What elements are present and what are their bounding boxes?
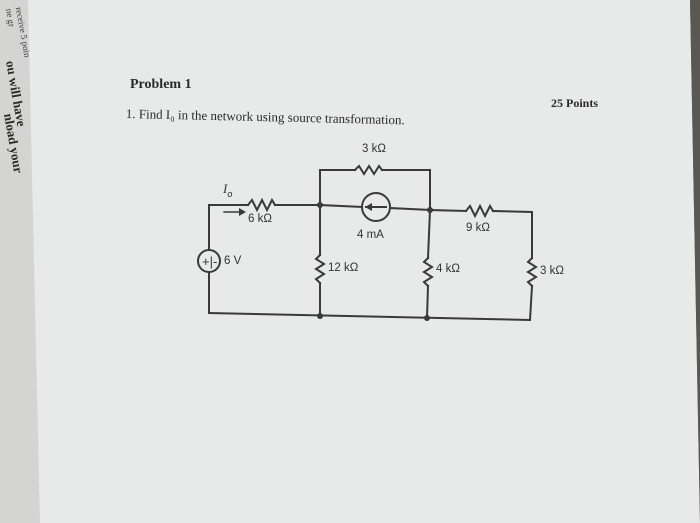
label-voltage-source: 6 V bbox=[224, 255, 242, 267]
problem-title: Problem 1 bbox=[130, 77, 192, 92]
label-r-12k: 12 kΩ bbox=[328, 262, 359, 274]
wire-cs-right bbox=[388, 206, 432, 212]
node-1 bbox=[317, 202, 323, 208]
voltage-polarity: +|- bbox=[202, 254, 217, 269]
resistor-12k bbox=[314, 253, 326, 285]
node-4 bbox=[424, 315, 430, 321]
current-source-arrow-head bbox=[365, 203, 372, 211]
wire-top-loop-left bbox=[319, 169, 356, 206]
circuit-diagram bbox=[197, 164, 538, 322]
current-source bbox=[361, 192, 391, 222]
wire-top-loop-right bbox=[381, 169, 431, 211]
label-r-3k-right: 3 kΩ bbox=[540, 265, 564, 277]
wire-9k-left bbox=[428, 208, 468, 213]
label-current-source: 4 mA bbox=[357, 229, 384, 241]
node-2 bbox=[427, 207, 433, 213]
wire-cs-left bbox=[318, 203, 364, 209]
wire-9k-right bbox=[491, 209, 533, 259]
table-edge bbox=[690, 0, 700, 523]
resistor-9k bbox=[464, 203, 495, 219]
resistor-6k bbox=[246, 197, 277, 213]
node-3 bbox=[317, 313, 323, 319]
wire-4k-bottom bbox=[425, 284, 430, 320]
voltage-source bbox=[197, 249, 221, 273]
label-r-4k: 4 kΩ bbox=[436, 263, 460, 275]
wire-3k-right-bottom bbox=[528, 284, 534, 322]
resistor-3k-top bbox=[353, 164, 384, 176]
label-r-9k: 9 kΩ bbox=[466, 222, 490, 234]
label-r-6k: 6 kΩ bbox=[248, 213, 272, 225]
label-io: Io bbox=[223, 180, 232, 199]
paper-sheet bbox=[28, 0, 700, 523]
points-label: 25 Points bbox=[551, 96, 599, 110]
resistor-4k bbox=[422, 256, 434, 288]
resistor-3k-right bbox=[526, 256, 538, 288]
io-symbol: I bbox=[223, 181, 228, 196]
label-r-top: 3 kΩ bbox=[362, 143, 386, 155]
io-subscript: o bbox=[227, 189, 233, 200]
wire-4k-top bbox=[426, 208, 432, 260]
wire-bottom bbox=[207, 311, 532, 322]
side-text-1: ne gr bbox=[4, 8, 17, 28]
io-arrow-head bbox=[239, 208, 246, 216]
